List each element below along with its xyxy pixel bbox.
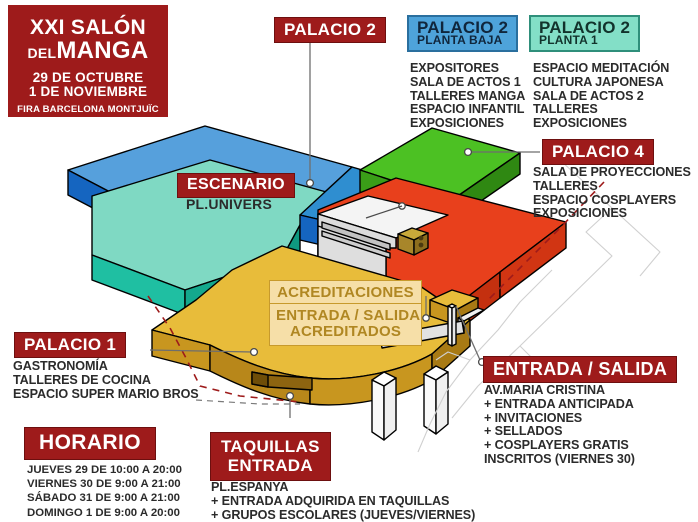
horario-row: SÁBADO 31 DE 9:00 A 21:00	[27, 491, 182, 505]
list-item: SALA DE PROYECCIONES	[533, 165, 691, 179]
poster-venue: FIRA BARCELONA MONTJUÏC	[17, 104, 159, 115]
list-item: + SELLADOS	[484, 424, 563, 439]
label-palacio-4[interactable]: PALACIO 4	[542, 139, 655, 166]
horario-hours: DE 9:00 A 20:00	[92, 506, 180, 519]
label-horario[interactable]: HORARIO	[24, 427, 156, 460]
label-escenario[interactable]: ESCENARIO	[177, 173, 295, 199]
map-tower-1	[371, 371, 397, 441]
list-item: + ENTRADA ADQUIRIDA EN TAQUILLAS	[211, 493, 450, 508]
list-item: INSCRITOS (VIERNES 30)	[484, 451, 635, 466]
label-palacio-2-planta-1[interactable]: PALACIO 2 PLANTA 1	[529, 15, 641, 52]
label-palacio-2-p1-sub: PLANTA 1	[539, 33, 598, 48]
label-palacio-2-pb-title: PALACIO 2	[417, 18, 509, 37]
list-item: + GRUPOS ESCOLARES (JUEVES/VIERNES)	[211, 507, 476, 522]
label-entrada-salida[interactable]: ENTRADA / SALIDA	[483, 356, 678, 384]
map-post	[447, 303, 457, 347]
horario-row: JUEVES 29 DE 10:00 A 20:00	[27, 463, 182, 477]
list-item: CULTURA JAPONESA	[533, 74, 664, 89]
label-taquillas-line2: ENTRADA	[227, 456, 313, 475]
label-escenario-sublabel: PL.UNIVERS	[186, 196, 273, 212]
list-item: TALLERES DE COCINA	[13, 372, 151, 387]
list-item: ESPACIO INFANTIL	[410, 102, 525, 117]
label-palacio-2-planta-baja[interactable]: PALACIO 2 PLANTA BAJA	[407, 15, 519, 52]
horario-row: VIERNES 30 DE 9:00 A 21:00	[27, 477, 182, 491]
leader-line-stage	[365, 205, 403, 219]
list-item: AV.MARIA CRISTINA	[484, 383, 605, 397]
horario-hours: DE 9:00 A 21:00	[92, 478, 181, 491]
list-item: + INVITACIONES	[484, 410, 583, 425]
label-palacio-2-marker[interactable]: PALACIO 2	[274, 17, 387, 44]
map-dashed-route-grey	[195, 399, 300, 405]
list-item: EXPOSICIONES	[410, 116, 504, 131]
label-palacio-2-p1-title: PALACIO 2	[539, 18, 631, 37]
map-dashed-route-red	[147, 181, 605, 403]
horario-day: VIERNES 30	[27, 478, 93, 491]
list-item: TALLERES MANGA	[410, 88, 526, 103]
list-item: ESPACIO COSPLAYERS	[533, 192, 677, 207]
label-taquillas-entrada[interactable]: TAQUILLAS ENTRADA	[210, 432, 331, 481]
poster-date-start: 29 DE OCTUBRE	[32, 70, 144, 85]
poster-del: DEL	[27, 45, 57, 61]
label-taquillas-line1: TAQUILLAS	[221, 437, 320, 456]
poster-title-line2: DELMANGA	[8, 37, 168, 65]
list-entrada-salida: AV.MARIA CRISTINA+ ENTRADA ANTICIPADA+ I…	[484, 383, 635, 467]
label-esa-line2: ACREDITADOS	[289, 323, 402, 340]
map-speaker	[397, 227, 429, 256]
map-plaza-outline	[417, 159, 661, 453]
poster-title-line1: XXI SALÓN	[30, 16, 146, 39]
label-acreditaciones[interactable]: ACREDITACIONES	[269, 280, 422, 307]
list-item: + COSPLAYERS GRATIS	[484, 438, 629, 453]
list-item: SALA DE ACTOS 1	[410, 74, 521, 89]
horario-day: JUEVES 29	[27, 464, 88, 476]
horario-day: DOMINGO 1	[27, 506, 93, 519]
list-taquillas: PL.ESPANYA+ ENTRADA ADQUIRIDA EN TAQUILL…	[211, 480, 476, 522]
poster-manga: MANGA	[56, 37, 149, 64]
horario-hours: DE 9:00 A 21:00	[92, 492, 180, 505]
poster-date-end: 1 DE NOVIEMBRE	[28, 84, 148, 99]
event-poster: XXI SALÓN DELMANGA 29 DE OCTUBRE 1 DE NO…	[8, 5, 168, 117]
map-tower-2	[423, 365, 449, 435]
list-item: EXPOSICIONES	[533, 206, 627, 221]
list-item: PL.ESPANYA	[211, 480, 289, 494]
horario-hours: DE 10:00 A 20:00	[87, 464, 182, 476]
list-item: TALLERES	[533, 178, 598, 193]
leader-lines	[149, 38, 540, 418]
horario-day: SÁBADO 31	[27, 492, 93, 505]
list-item: SALA DE ACTOS 2	[533, 88, 644, 103]
label-palacio-2-pb-sub: PLANTA BAJA	[417, 33, 503, 48]
list-item: TALLERES	[533, 102, 598, 117]
label-entrada-salida-acreditados[interactable]: ENTRADA / SALIDA ACREDITADOS	[269, 303, 422, 346]
label-palacio-1[interactable]: PALACIO 1	[14, 332, 127, 359]
horario-row: DOMINGO 1 DE 9:00 A 20:00	[27, 506, 182, 520]
list-item: ESPACIO MEDITACIÓN	[533, 61, 670, 75]
list-item: EXPOSITORES	[410, 61, 499, 75]
list-item: EXPOSICIONES	[533, 116, 627, 131]
list-item: ESPACIO SUPER MARIO BROS	[13, 386, 199, 401]
list-item: GASTRONOMÍA	[13, 359, 108, 373]
list-item: + ENTRADA ANTICIPADA	[484, 396, 634, 411]
label-esa-line1: ENTRADA / SALIDA	[276, 307, 421, 324]
